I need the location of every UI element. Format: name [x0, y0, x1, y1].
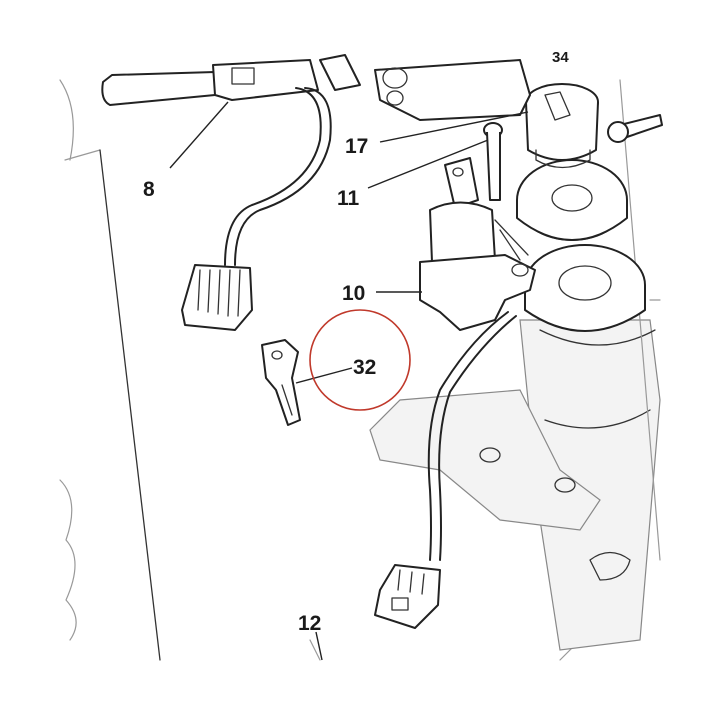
callout-10: 10 — [342, 282, 365, 305]
handlebar-switch-8 — [101, 59, 319, 106]
mounting-bracket — [369, 389, 601, 531]
wire-harness-lower — [427, 311, 517, 561]
callout-12: 12 — [298, 612, 321, 635]
upper-washer — [516, 159, 628, 241]
shaft-housing — [519, 79, 661, 651]
ignition-switch-10 — [419, 157, 536, 331]
switch-housing-top — [319, 54, 531, 121]
key-32 — [261, 339, 301, 426]
bolt-top-right — [607, 114, 663, 143]
callout-17: 17 — [345, 135, 368, 158]
highlight-circle — [309, 309, 411, 411]
connector-lower — [374, 564, 441, 629]
chassis-outline — [59, 79, 581, 661]
callout-8: 8 — [143, 178, 155, 201]
lower-bushing — [524, 244, 646, 332]
wire-harness-upper — [224, 87, 332, 266]
connector-upper — [181, 264, 253, 331]
leader-lines — [169, 101, 529, 661]
callout-32: 32 — [353, 356, 376, 379]
lock-cap-17 — [525, 83, 599, 169]
callout-top-partial: 34 — [552, 49, 569, 66]
screw-11 — [483, 122, 503, 201]
callout-11: 11 — [337, 187, 360, 210]
